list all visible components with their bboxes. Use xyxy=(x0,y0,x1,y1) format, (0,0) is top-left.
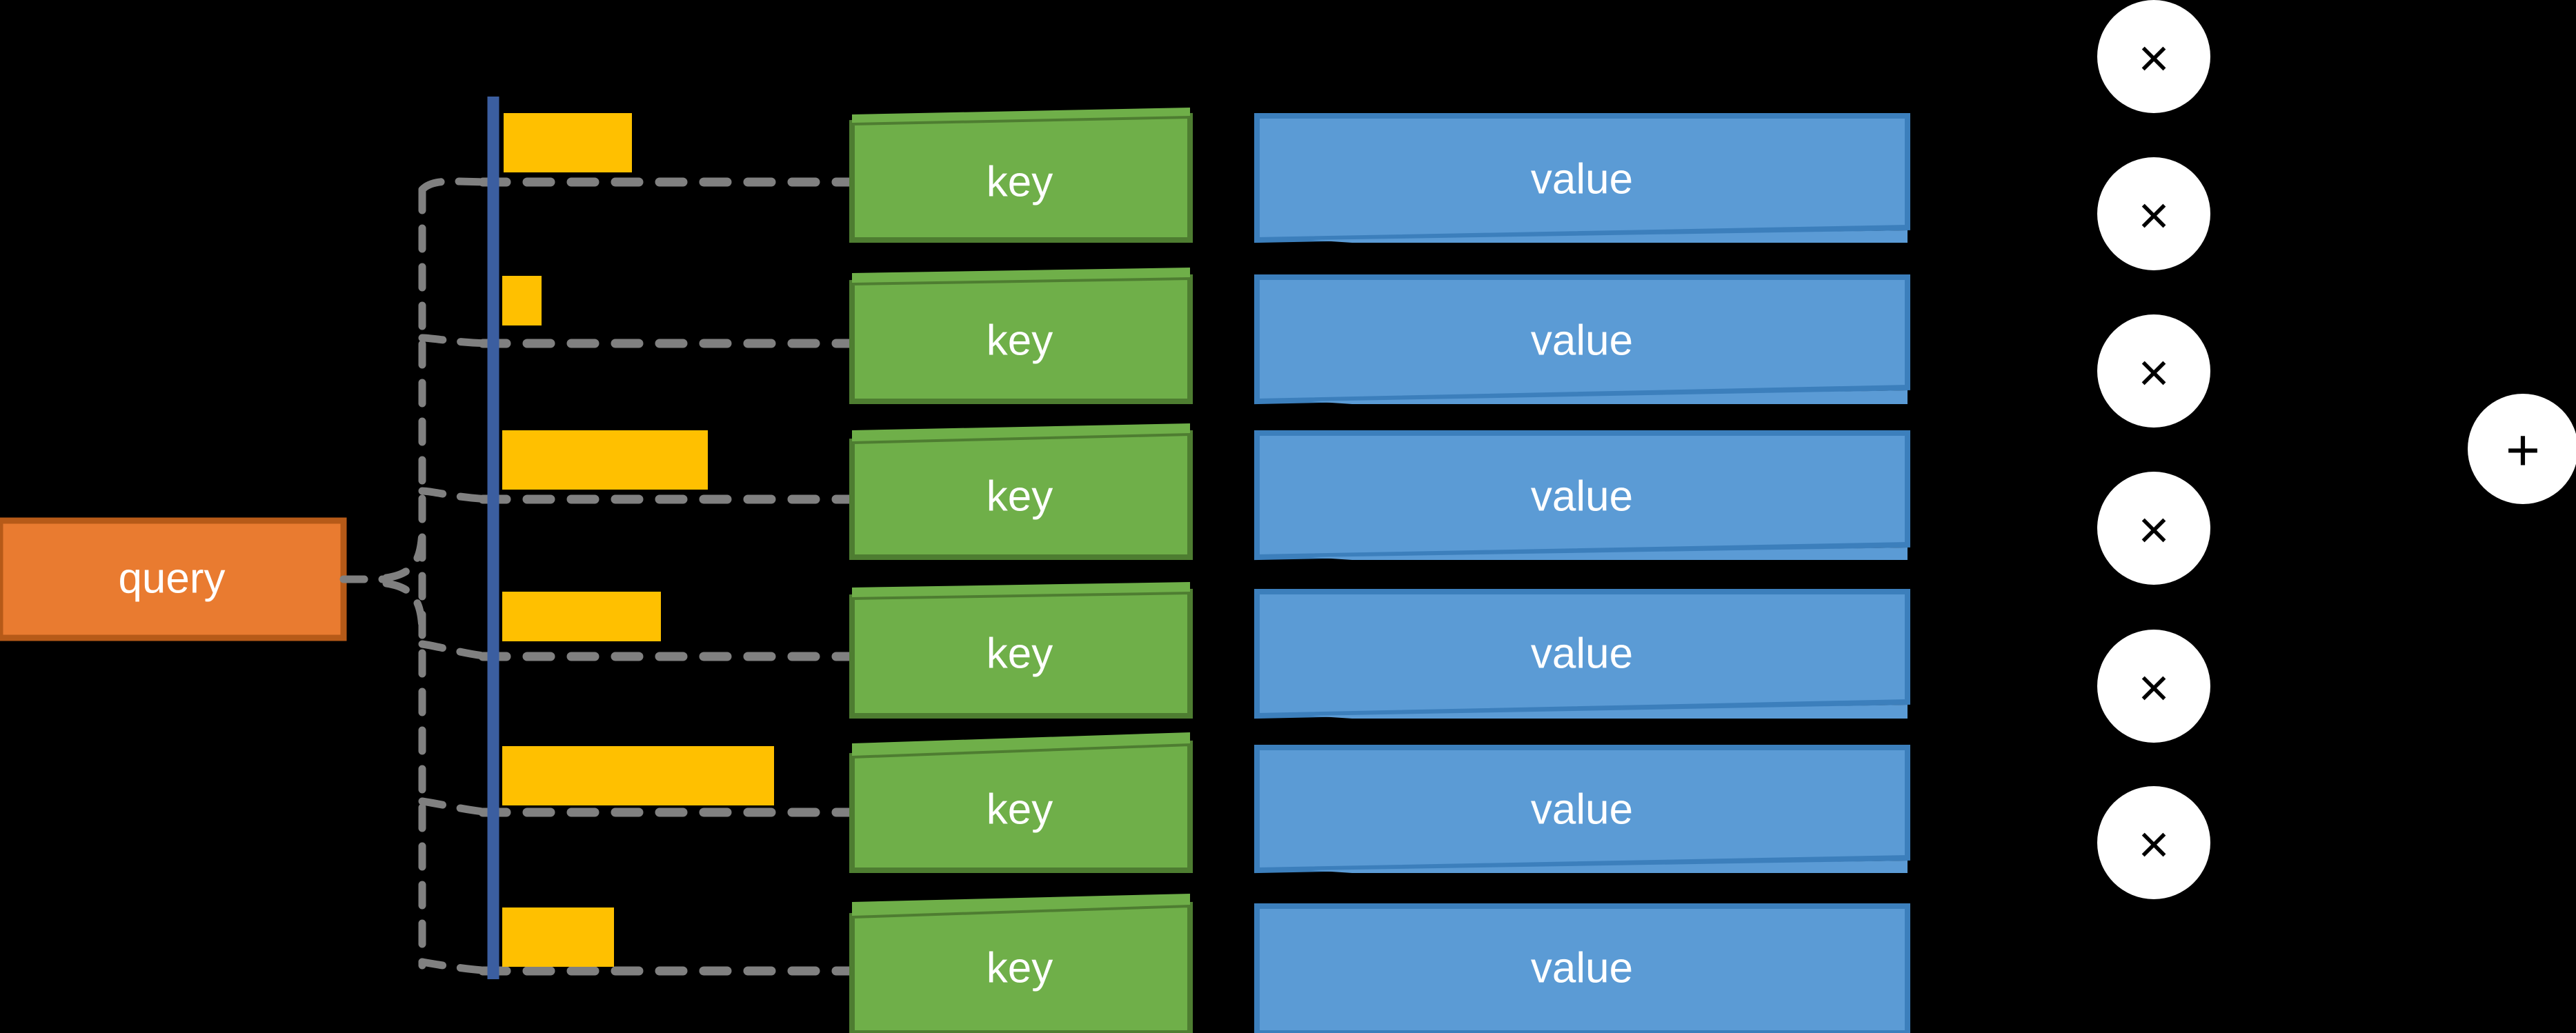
key-box-5[interactable] xyxy=(849,740,1193,873)
value-box-3[interactable] xyxy=(1254,430,1910,561)
weight-bar-1 xyxy=(504,113,632,172)
aggregate-badge[interactable]: + xyxy=(2468,394,2576,504)
junction-upper xyxy=(382,527,426,582)
multiply-badge-3[interactable]: × xyxy=(2097,314,2210,428)
key-box-6[interactable] xyxy=(849,901,1193,1033)
key-node-1[interactable]: key xyxy=(849,108,1193,243)
weight-bar-2 xyxy=(502,276,542,325)
value-box-5[interactable] xyxy=(1254,745,1910,874)
key-connectors xyxy=(478,177,857,976)
key-column: key key key key key xyxy=(849,108,1193,1033)
key-box-5-sliver xyxy=(852,732,1190,756)
key-box-2[interactable] xyxy=(849,274,1193,404)
value-column: value value value value value xyxy=(1254,113,1910,1033)
multiply-icon: × xyxy=(2138,185,2170,245)
plus-icon: + xyxy=(2506,417,2540,483)
multiply-badge-1[interactable]: × xyxy=(2097,0,2210,113)
multiply-badge-6-circle[interactable] xyxy=(2097,786,2210,899)
key-box-4[interactable] xyxy=(849,588,1193,719)
key-node-4[interactable]: key xyxy=(849,582,1193,719)
attention-weight-bars xyxy=(502,113,774,967)
key-box-3[interactable] xyxy=(849,430,1193,560)
value-box-6[interactable] xyxy=(1254,903,1910,1033)
multiply-badge-1-circle[interactable] xyxy=(2097,0,2210,113)
plus-badge-circle[interactable] xyxy=(2468,394,2576,504)
key-node-3[interactable]: key xyxy=(849,423,1193,560)
weight-bar-3 xyxy=(502,430,708,490)
value-node-6[interactable]: value xyxy=(1254,903,1910,1033)
value-box-4[interactable] xyxy=(1254,589,1910,719)
multiply-icon: × xyxy=(2138,342,2170,403)
query-box[interactable] xyxy=(0,517,347,641)
multiply-badges: × × × × × × xyxy=(2097,0,2210,899)
value-box-1[interactable] xyxy=(1254,113,1910,243)
key-box-1-sliver xyxy=(852,108,1190,123)
key-box-2-sliver xyxy=(852,268,1190,283)
multiply-icon: × xyxy=(2138,814,2170,874)
value-node-4[interactable]: value xyxy=(1254,589,1910,719)
weight-bar-5 xyxy=(502,746,774,805)
multiply-badge-2-circle[interactable] xyxy=(2097,157,2210,270)
junction-lower xyxy=(382,579,426,633)
multiply-badge-5[interactable]: × xyxy=(2097,630,2210,743)
multiply-badge-5-circle[interactable] xyxy=(2097,630,2210,743)
multiply-icon: × xyxy=(2138,28,2170,88)
multiply-badge-6[interactable]: × xyxy=(2097,786,2210,899)
value-box-1-sliver xyxy=(1311,230,1908,243)
key-node-6[interactable]: key xyxy=(849,894,1193,1033)
value-box-2[interactable] xyxy=(1254,274,1910,405)
query-node[interactable]: query xyxy=(0,517,347,641)
multiply-icon: × xyxy=(2138,657,2170,718)
key-box-3-sliver xyxy=(852,423,1190,441)
key-node-5[interactable]: key xyxy=(849,732,1193,873)
multiply-badge-4-circle[interactable] xyxy=(2097,472,2210,585)
key-node-2[interactable]: key xyxy=(849,268,1193,404)
key-box-4-sliver xyxy=(852,582,1190,597)
multiply-badge-2[interactable]: × xyxy=(2097,157,2210,270)
key-box-6-sliver xyxy=(852,894,1190,916)
value-box-4-sliver xyxy=(1311,705,1908,719)
weight-bar-6 xyxy=(502,907,614,967)
value-box-5-sliver xyxy=(1311,861,1908,873)
value-node-3[interactable]: value xyxy=(1254,430,1910,561)
multiply-badge-3-circle[interactable] xyxy=(2097,314,2210,428)
weight-bar-4 xyxy=(502,592,661,641)
multiply-badge-4[interactable]: × xyxy=(2097,472,2210,585)
query-fanout-connectors xyxy=(339,177,495,975)
value-box-2-sliver xyxy=(1311,390,1908,404)
key-box-1[interactable] xyxy=(849,112,1193,243)
value-node-2[interactable]: value xyxy=(1254,274,1910,405)
multiply-icon: × xyxy=(2138,499,2170,560)
value-node-5[interactable]: value xyxy=(1254,745,1910,874)
value-node-1[interactable]: value xyxy=(1254,113,1910,243)
value-box-3-sliver xyxy=(1311,548,1908,560)
